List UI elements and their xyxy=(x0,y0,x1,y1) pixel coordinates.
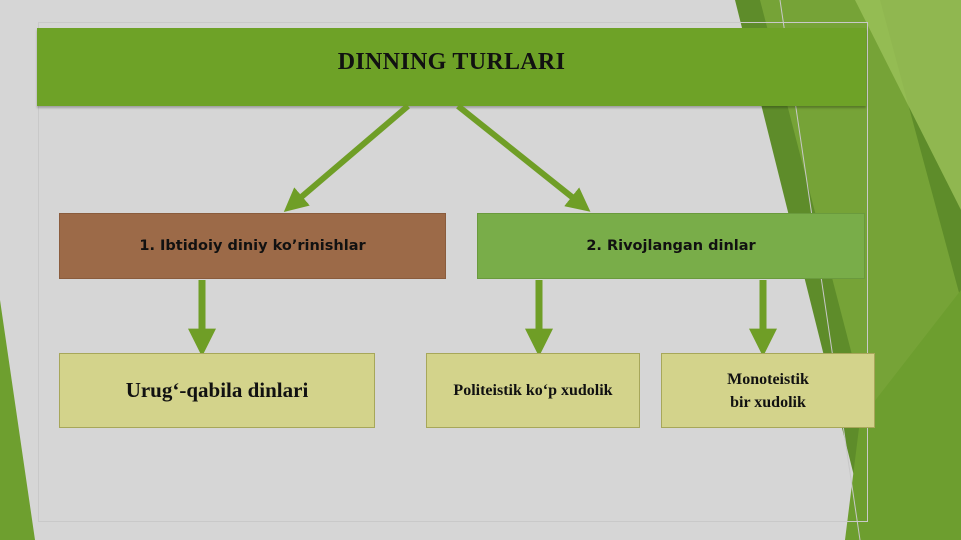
category-label: 2. Rivojlangan dinlar xyxy=(586,238,756,254)
leaf-label: Urug‘-qabila dinlari xyxy=(125,378,309,402)
category-label: 1. Ibtidoiy diniy ko’rinishlar xyxy=(139,238,366,254)
slide-frame xyxy=(38,22,868,522)
leaf-box-monotheism: Monoteistik bir xudolik xyxy=(661,353,875,428)
leaf-label-line2: bir xudolik xyxy=(730,393,806,411)
bg-shape-left xyxy=(0,300,35,540)
bg-shape-light xyxy=(855,0,961,210)
title-bar: DINNING TURLARI xyxy=(37,28,866,106)
diagram-title: DINNING TURLARI xyxy=(337,48,566,75)
leaf-box-tribal: Urug‘-qabila dinlari xyxy=(59,353,375,428)
leaf-box-polytheism: Politeistik ko‘p xudolik xyxy=(426,353,640,428)
leaf-label: Politeistik ko‘p xudolik xyxy=(453,381,613,399)
leaf-label-line1: Monoteistik xyxy=(727,370,809,388)
leaf-label: Monoteistik bir xudolik xyxy=(727,368,809,414)
bg-shape-bottom xyxy=(845,290,961,540)
category-box-primitive: 1. Ibtidoiy diniy ko’rinishlar xyxy=(59,213,446,279)
category-box-developed: 2. Rivojlangan dinlar xyxy=(477,213,865,279)
